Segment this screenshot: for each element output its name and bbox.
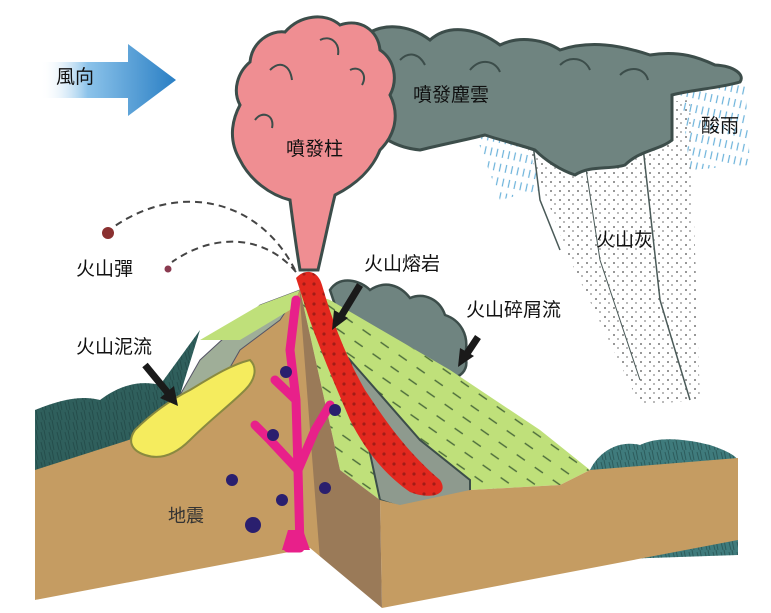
- volcanic-bomb-trajectories: [102, 200, 297, 273]
- label-eruption-column: 噴發柱: [286, 138, 344, 160]
- quake-star-icon: [245, 517, 261, 533]
- label-lava: 火山熔岩: [364, 253, 441, 275]
- label-acid-rain: 酸雨: [701, 115, 740, 137]
- quake-star-icon: [267, 429, 279, 441]
- earthquake-markers: [226, 366, 341, 533]
- quake-star-icon: [319, 482, 331, 494]
- wind-arrow-icon: [40, 44, 176, 116]
- label-eruption-cloud: 噴發塵雲: [413, 84, 490, 106]
- label-earthquake: 地震: [168, 506, 204, 527]
- label-pyroclastic-flow: 火山碎屑流: [466, 299, 562, 321]
- pyroclastic-pointer-arrow-icon: [463, 335, 481, 357]
- quake-star-icon: [226, 474, 238, 486]
- label-volcanic-bomb: 火山彈: [76, 258, 134, 280]
- quake-star-icon: [329, 404, 341, 416]
- quake-star-icon: [280, 366, 292, 378]
- pointer-arrows: [142, 283, 481, 406]
- lahar-pointer-arrow-icon: [142, 362, 171, 396]
- label-lahar: 火山泥流: [76, 336, 153, 358]
- eruption-column: [231, 15, 397, 272]
- quake-star-icon: [276, 494, 288, 506]
- volcanic-bomb-large: [102, 227, 114, 239]
- label-wind-direction: 風向: [56, 66, 95, 88]
- lahar-mudflow: [130, 358, 256, 458]
- ground-cutaway-face: [35, 290, 382, 608]
- lava-pointer-arrow-icon: [337, 283, 363, 320]
- label-volcanic-ash: 火山灰: [596, 229, 654, 251]
- magma-dike: [250, 295, 335, 553]
- eruption-ash-cloud: [352, 25, 743, 177]
- volcanic-bomb-small: [164, 265, 172, 273]
